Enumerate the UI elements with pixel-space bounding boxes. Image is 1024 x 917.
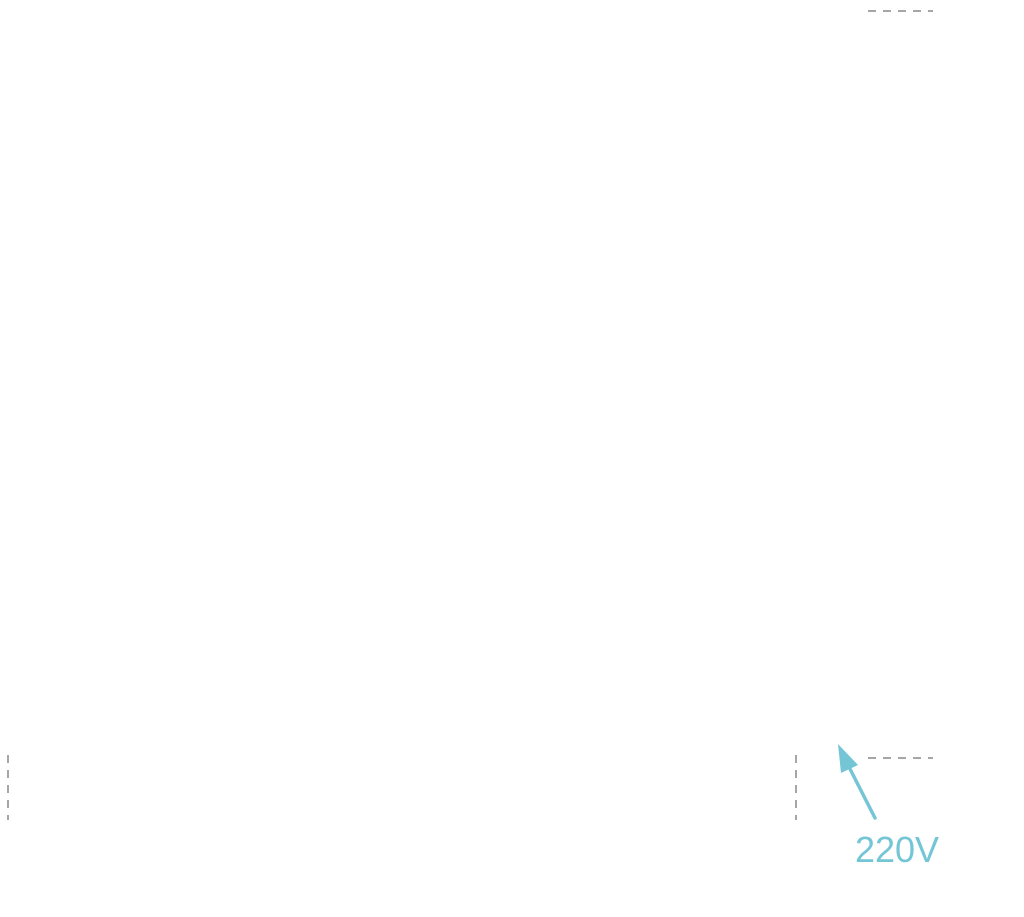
voltage-label: 220V	[855, 829, 939, 870]
voltage-arrow-icon	[838, 744, 877, 820]
